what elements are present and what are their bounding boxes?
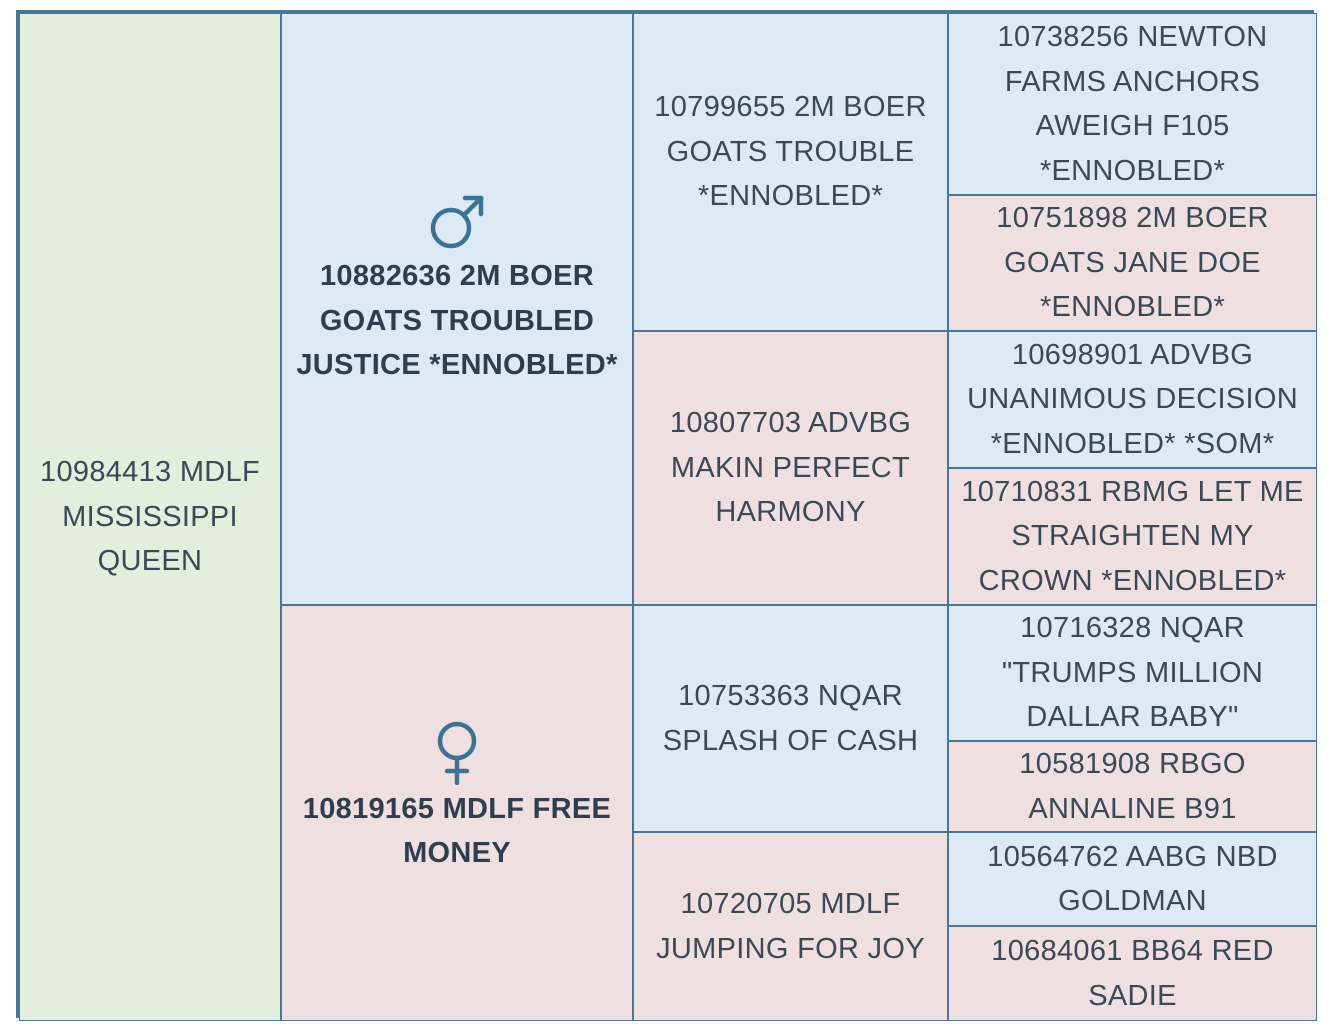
great-grandparent-name: 10716328 NQAR "TRUMPS MILLION DALLAR BAB… [1001, 612, 1264, 734]
great-grandparent-8: 10684061 BB64 RED SADIE [948, 926, 1317, 1021]
sire-dam-name: 10807703 ADVBG MAKIN PERFECT HARMONY [669, 407, 912, 529]
sire-sire-name: 10799655 2M BOER GOATS TROUBLE *ENNOBLED… [654, 91, 927, 213]
great-grandparent-5: 10716328 NQAR "TRUMPS MILLION DALLAR BAB… [948, 605, 1317, 741]
great-grandparent-name: 10581908 RBGO ANNALINE B91 [1019, 748, 1246, 825]
great-grandparent-name: 10710831 RBMG LET ME STRAIGHTEN MY CROWN… [961, 475, 1304, 597]
female-symbol-icon [437, 721, 477, 785]
sire-cell: 10882636 2M BOER GOATS TROUBLED JUSTICE … [281, 13, 633, 605]
dam-dam-name: 10720705 MDLF JUMPING FOR JOY [656, 888, 925, 965]
dam-cell: 10819165 MDLF FREE MONEY [281, 605, 633, 1021]
dam-sire-name: 10753363 NQAR SPLASH OF CASH [662, 680, 919, 757]
dam-dam-cell: 10720705 MDLF JUMPING FOR JOY [633, 832, 948, 1021]
great-grandparent-4: 10710831 RBMG LET ME STRAIGHTEN MY CROWN… [948, 468, 1317, 605]
subject-animal: 10984413 MDLF MISSISSIPPI QUEEN [19, 13, 281, 1021]
great-grandparent-6: 10581908 RBGO ANNALINE B91 [948, 741, 1317, 832]
great-grandparent-name: 10738256 NEWTON FARMS ANCHORS AWEIGH F10… [997, 21, 1268, 187]
sire-sire-cell: 10799655 2M BOER GOATS TROUBLE *ENNOBLED… [633, 13, 948, 331]
sire-dam-cell: 10807703 ADVBG MAKIN PERFECT HARMONY [633, 331, 948, 605]
pedigree-table: 10984413 MDLF MISSISSIPPI QUEEN 10882636… [16, 10, 1317, 1021]
great-grandparent-name: 10698901 ADVBG UNANIMOUS DECISION *ENNOB… [967, 338, 1298, 460]
great-grandparent-name: 10751898 2M BOER GOATS JANE DOE *ENNOBLE… [996, 202, 1269, 324]
subject-animal-name: 10984413 MDLF MISSISSIPPI QUEEN [40, 456, 260, 578]
great-grandparent-7: 10564762 AABG NBD GOLDMAN [948, 832, 1317, 926]
sire-name: 10882636 2M BOER GOATS TROUBLED JUSTICE … [296, 260, 618, 382]
male-symbol-icon [430, 196, 484, 249]
dam-sire-cell: 10753363 NQAR SPLASH OF CASH [633, 605, 948, 832]
great-grandparent-1: 10738256 NEWTON FARMS ANCHORS AWEIGH F10… [948, 13, 1317, 195]
dam-name: 10819165 MDLF FREE MONEY [302, 792, 612, 870]
great-grandparent-name: 10564762 AABG NBD GOLDMAN [987, 840, 1278, 918]
great-grandparent-3: 10698901 ADVBG UNANIMOUS DECISION *ENNOB… [948, 331, 1317, 468]
great-grandparent-name: 10684061 BB64 RED SADIE [991, 935, 1274, 1012]
great-grandparent-2: 10751898 2M BOER GOATS JANE DOE *ENNOBLE… [948, 195, 1317, 331]
